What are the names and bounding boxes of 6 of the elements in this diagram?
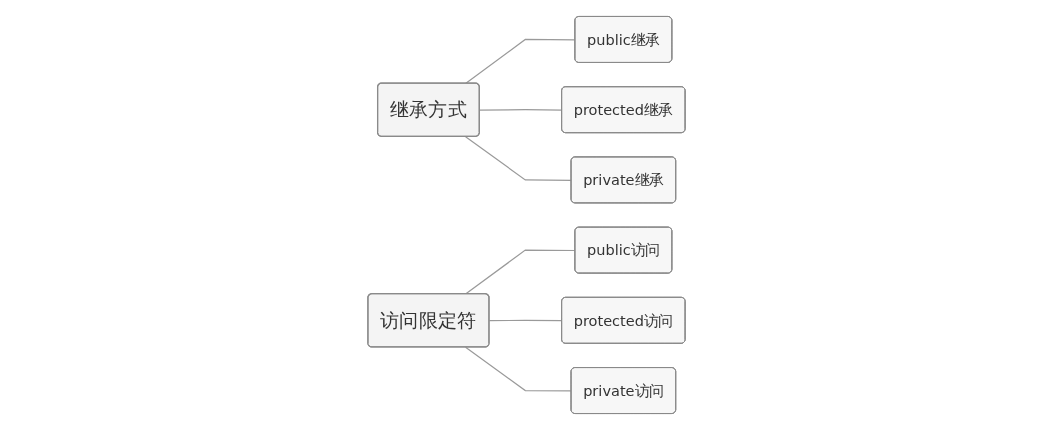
connector — [479, 109, 564, 111]
connector — [465, 136, 573, 181]
connector — [465, 38, 577, 85]
connector — [489, 319, 564, 322]
connector — [465, 346, 573, 392]
connector — [465, 249, 577, 295]
